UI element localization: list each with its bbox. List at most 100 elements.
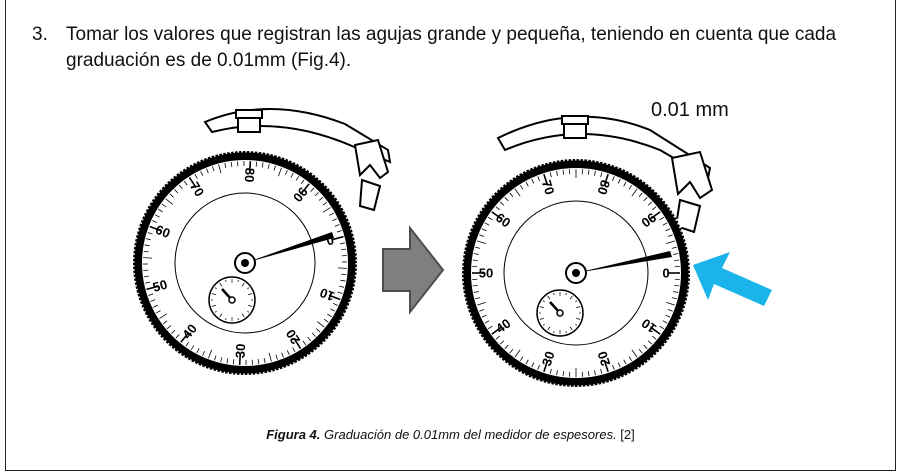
dial-tick xyxy=(476,301,486,306)
dial-tick xyxy=(261,162,264,168)
dial-tick xyxy=(144,281,150,284)
dial-tick xyxy=(549,172,552,178)
figure-caption: Figura 4. Graduación de 0.01mm del medid… xyxy=(0,427,901,442)
dial-tick xyxy=(218,164,222,174)
dial-tick xyxy=(638,192,643,197)
dial-tick xyxy=(148,293,154,296)
dial-tick xyxy=(188,177,197,188)
dial-tick xyxy=(165,198,173,205)
dial-tick xyxy=(504,344,509,350)
dial-tick xyxy=(323,318,329,323)
dial-label: 20 xyxy=(594,349,613,367)
dial-tick xyxy=(334,224,340,227)
dial-tick xyxy=(649,211,661,220)
dial-tick xyxy=(475,246,481,249)
dial-tick xyxy=(531,178,535,184)
dial-tick xyxy=(666,240,676,245)
dial-tick xyxy=(556,170,558,176)
dial-label: 60 xyxy=(493,210,514,231)
dial-label: 70 xyxy=(539,178,558,196)
dial-label: 50 xyxy=(479,266,493,281)
dial-tick xyxy=(525,181,529,187)
dial-tick xyxy=(307,336,312,342)
subdial-tick xyxy=(542,323,545,326)
caption-reference: [2] xyxy=(616,427,635,442)
dial-tick xyxy=(263,358,266,364)
dial-label: 30 xyxy=(539,349,558,367)
dial-label: 90 xyxy=(639,210,660,231)
subdial-tick xyxy=(565,292,567,296)
dial-label: 30 xyxy=(233,343,249,358)
subdial-tick xyxy=(547,326,551,331)
dial-tick xyxy=(665,228,671,232)
dial-tick xyxy=(143,250,149,253)
dial-tick xyxy=(652,335,657,340)
dial-tick xyxy=(491,211,503,220)
dial-tick xyxy=(311,332,316,337)
dial-tick xyxy=(594,370,596,376)
dial-tick xyxy=(290,172,294,178)
dial-tick xyxy=(293,338,302,349)
dial-tick xyxy=(674,285,680,287)
dial-tick xyxy=(330,308,336,312)
dial-tick xyxy=(671,246,677,249)
dial-tick xyxy=(152,220,157,223)
subdial-tick xyxy=(539,306,544,309)
dial-tick xyxy=(208,349,213,359)
subdial-tick xyxy=(553,330,555,334)
dial-label: 40 xyxy=(493,316,514,337)
dial-label: 0 xyxy=(662,266,669,281)
dial-tick xyxy=(673,291,679,293)
dial-tick xyxy=(588,169,590,175)
subdial-tick xyxy=(248,304,253,307)
dial-tick xyxy=(147,232,153,235)
subdial-tick xyxy=(569,295,573,300)
dial-tick xyxy=(171,329,176,334)
dial-tick xyxy=(220,357,223,363)
dial-tick xyxy=(341,248,347,251)
dial-tick xyxy=(178,184,183,190)
dial-tick xyxy=(339,285,345,288)
dial-tick xyxy=(495,335,500,340)
dial-tick xyxy=(341,273,347,276)
dial-tick xyxy=(504,196,509,202)
dial-tick xyxy=(662,222,668,226)
subdial-tick xyxy=(547,295,551,300)
arrow-pointer-icon xyxy=(693,252,772,306)
dial-label: 70 xyxy=(187,179,207,199)
dial-tick xyxy=(255,161,258,167)
dial-tick xyxy=(302,340,307,346)
dial-tick xyxy=(292,347,296,353)
dial-tick xyxy=(673,253,679,255)
dial-tick xyxy=(509,192,514,197)
dial-tick xyxy=(301,183,310,194)
subdial-tick xyxy=(247,310,250,313)
dial-tick xyxy=(185,341,190,347)
dial-tick xyxy=(336,230,342,233)
dial-tick xyxy=(214,355,217,361)
subdial-tick xyxy=(214,287,217,290)
dial-tick xyxy=(212,166,215,172)
dial-tick xyxy=(603,173,609,186)
dial-tick xyxy=(328,294,341,301)
subdial-tick xyxy=(241,282,245,287)
dial-tick xyxy=(514,188,521,197)
dial-tick xyxy=(495,206,500,211)
dial-tick xyxy=(285,170,288,175)
dial-tick xyxy=(666,301,676,306)
dial-tick xyxy=(588,371,590,377)
dial-tick xyxy=(612,364,615,370)
dial-tick xyxy=(155,310,161,314)
dial-tick xyxy=(647,201,653,206)
dial-tick xyxy=(562,371,564,377)
dial-tick xyxy=(491,326,503,335)
dial-tick xyxy=(671,297,677,300)
dial-tick xyxy=(143,275,149,278)
dial-tick xyxy=(556,370,558,376)
dial-tick xyxy=(543,360,549,373)
dial-tick xyxy=(268,352,272,362)
dial-tick xyxy=(158,208,163,213)
step-item: 3. Tomar los valores que registran las a… xyxy=(32,22,872,74)
